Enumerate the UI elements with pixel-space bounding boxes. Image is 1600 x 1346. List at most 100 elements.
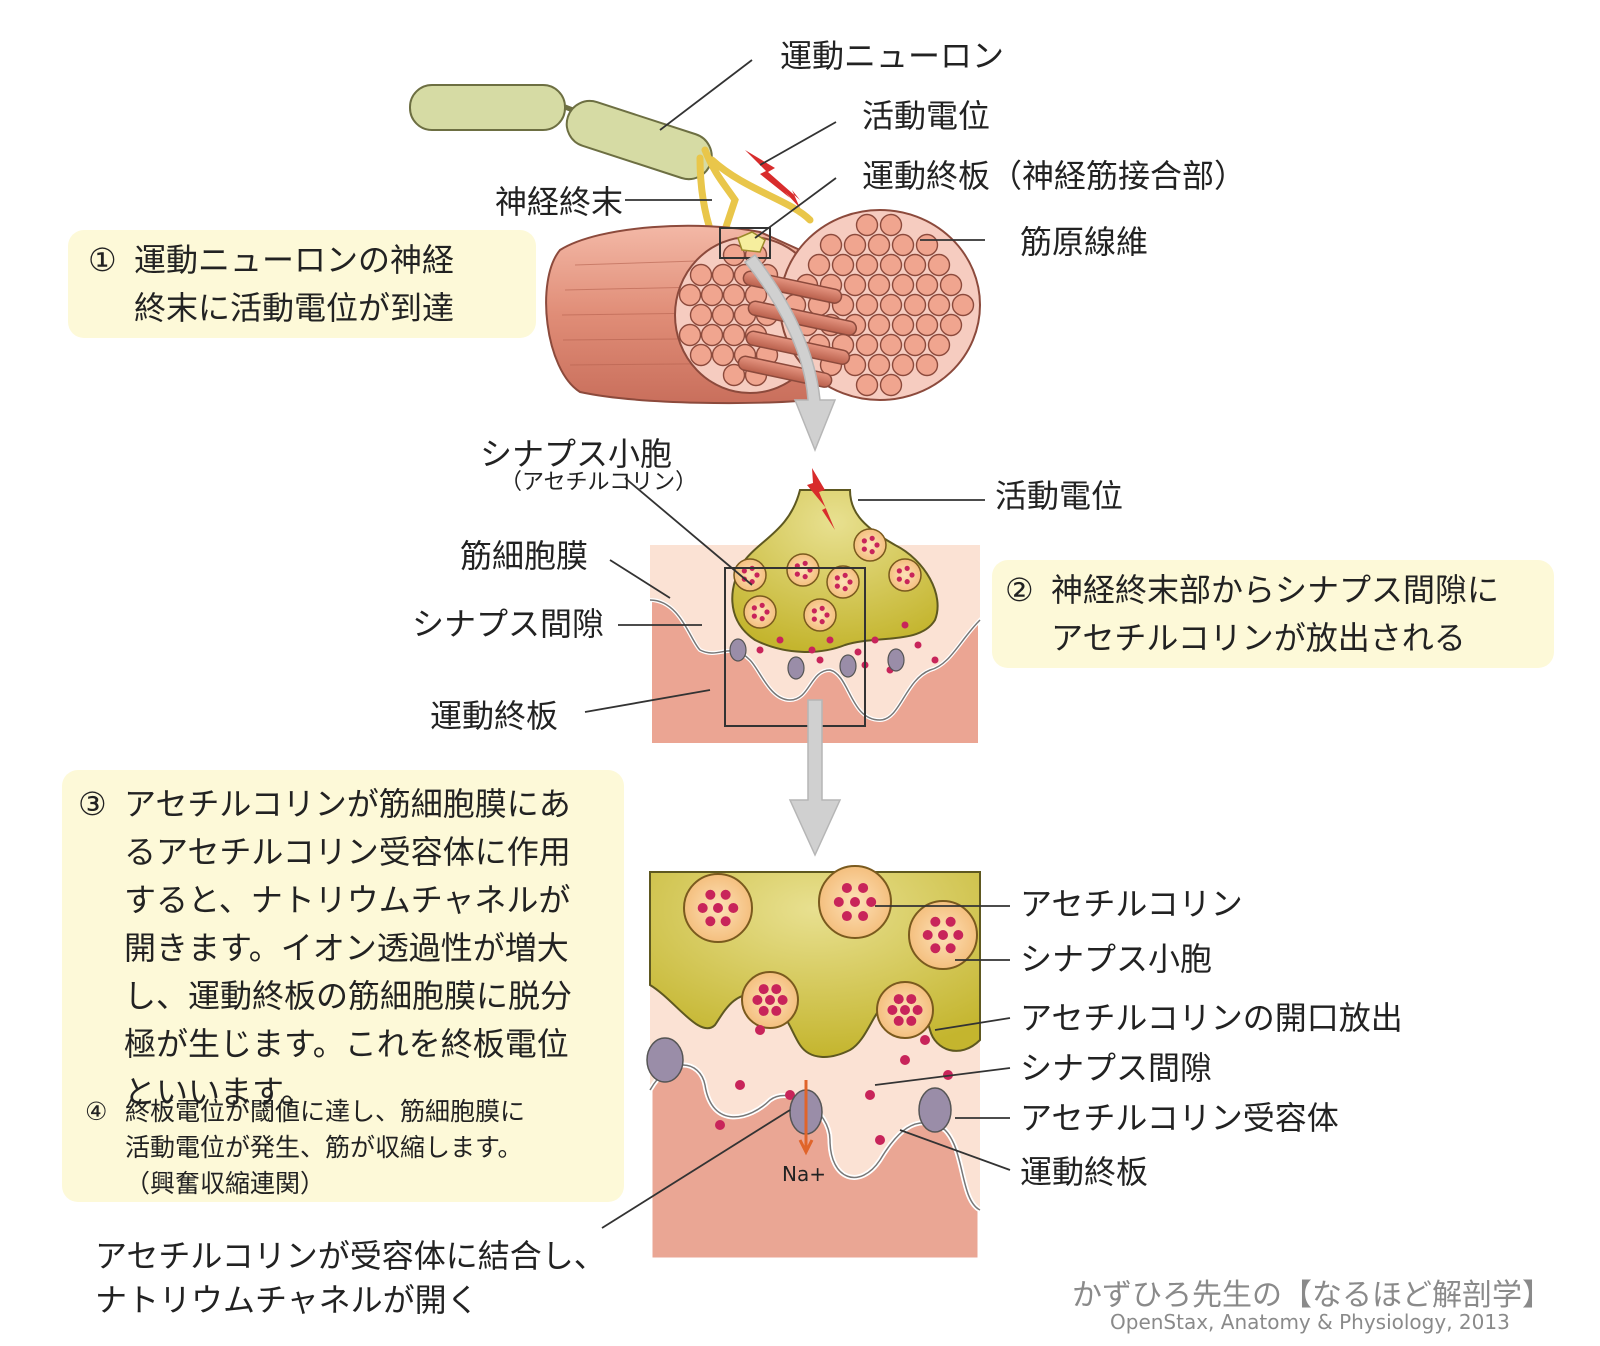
acetylcholine-dot [900, 1005, 910, 1015]
acetylcholine-dot [834, 575, 840, 581]
acetylcholine-dot [854, 648, 862, 656]
myofibril-circle [843, 273, 867, 297]
label-acetylcholine-paren: （アセチルコリン） [500, 470, 698, 495]
myofibril-circle [891, 273, 915, 297]
synaptic-vesicle [803, 598, 837, 632]
label-motor-end-plate-mid: 運動終板 [430, 697, 559, 735]
acetylcholine-dot [816, 656, 824, 664]
acetylcholine-dot [819, 605, 825, 611]
acetylcholine-dot [785, 1090, 795, 1100]
caption-line: ナトリウムチャネルが開く [95, 1281, 479, 1319]
acetylcholine-dot [758, 984, 769, 995]
step1-box [68, 230, 536, 338]
muscle-bundle [545, 209, 981, 405]
myofibril-circle [807, 253, 831, 277]
acetylcholine-dot [728, 903, 739, 913]
label-synaptic-cleft-bot: シナプス間隙 [1020, 1049, 1213, 1087]
caption-receptor-binding: アセチルコリンが受容体に結合し、 ナトリウムチャネルが開く [95, 1234, 655, 1322]
myofibril-circle [903, 253, 927, 277]
acetylcholine-dot [893, 1015, 904, 1026]
acetylcholine-dot [720, 916, 731, 927]
acetylcholine-dot [713, 903, 723, 913]
leader-lines-top [625, 59, 985, 241]
acetylcholine-dot [869, 535, 875, 541]
step4-line: （興奮収縮連関） [125, 1169, 326, 1198]
myofibril-circle [678, 283, 702, 307]
action-potential-arrow-top [745, 150, 800, 208]
acetylcholine-dot [759, 602, 765, 608]
myofibril-circle [915, 273, 939, 297]
myofibril-circle [927, 333, 951, 357]
synaptic-vesicle [888, 558, 922, 592]
myofibril-circle [879, 213, 903, 237]
acetylcholine-dot [715, 1120, 725, 1130]
step4-line: 終板電位が閾値に達し、筋細胞膜に [125, 1097, 526, 1126]
acetylcholine-dot [893, 994, 904, 1005]
acetylcholine-dot [759, 616, 765, 622]
acetylcholine-dot [945, 943, 956, 954]
myofibril-circle [700, 323, 724, 347]
step1-line: 運動ニューロンの神経 [134, 241, 455, 279]
acetylcholine-dot [824, 612, 830, 618]
label-nerve-terminal: 神経終末 [495, 183, 624, 221]
acetylcholine-dot [751, 613, 757, 619]
acetylcholine-dot [930, 916, 941, 927]
step3-box [62, 770, 624, 1202]
myofibril-circle [879, 333, 903, 357]
myofibril-circle [689, 263, 713, 287]
acetylcholine-dot [874, 542, 880, 548]
myofibril-circle [939, 313, 963, 337]
myofibril-circle [891, 313, 915, 337]
acetylcholine-dot [765, 995, 775, 1005]
label-ach-receptor: アセチルコリン受容体 [1020, 1099, 1339, 1137]
myofibril-circle [711, 263, 735, 287]
acetylcholine-dot [904, 579, 910, 585]
myofibril-circle [867, 233, 891, 257]
myofibril-circle [722, 323, 746, 347]
acetylcholine-dot [758, 1005, 769, 1016]
step3-line: 極が生じます。これを終板電位 [124, 1025, 569, 1063]
credit-title: かずひろ先生の【なるほど解剖学】 [1072, 1278, 1552, 1313]
step3-line: といいます。 [124, 1073, 313, 1111]
myofibril-circle [879, 373, 903, 397]
synaptic-vesicle [786, 553, 820, 587]
acetylcholine-dot [906, 994, 917, 1005]
myofibril-circle [678, 323, 702, 347]
step3-line: アセチルコリンが筋細胞膜にあ [124, 785, 571, 823]
acetylcholine-dot [834, 583, 840, 589]
caption-line: アセチルコリンが受容体に結合し、 [95, 1237, 606, 1275]
myofibril-circle [915, 233, 939, 257]
myofibril-circle [689, 303, 713, 327]
acetylcholine-dot [861, 538, 867, 544]
acetylcholine-dot [751, 605, 757, 611]
myofibril-circle [843, 233, 867, 257]
step1-number: ① [88, 241, 117, 279]
myofibril-circle [831, 253, 855, 277]
myofibril-circle [903, 333, 927, 357]
acetylcholine-dot [920, 1035, 930, 1045]
acetylcholine-dot [861, 546, 867, 552]
acetylcholine-dot [755, 1025, 765, 1035]
label-motor-neuron: 運動ニューロン [780, 37, 1005, 75]
acetylcholine-dot [871, 636, 879, 644]
label-acetylcholine: アセチルコリン [1020, 885, 1243, 923]
acetylcholine-dot [900, 1055, 910, 1065]
acetylcholine-dot [735, 1080, 745, 1090]
synaptic-vesicle [826, 565, 860, 599]
myofibril-circle [915, 313, 939, 337]
acetylcholine-dot [847, 579, 853, 585]
myofibril-circle [927, 253, 951, 277]
acetylcholine-dot [869, 549, 875, 555]
synapse-detail-bottom [646, 865, 983, 1263]
myofibril-circle [867, 313, 891, 337]
myofibril-circle [722, 283, 746, 307]
synaptic-vesicle [853, 528, 887, 562]
myofibril-circle [700, 283, 724, 307]
acetylcholine-dot [938, 930, 948, 940]
synaptic-vesicle [743, 595, 777, 629]
myofibril-circle [879, 253, 903, 277]
acetylcholine-dot [896, 576, 902, 582]
